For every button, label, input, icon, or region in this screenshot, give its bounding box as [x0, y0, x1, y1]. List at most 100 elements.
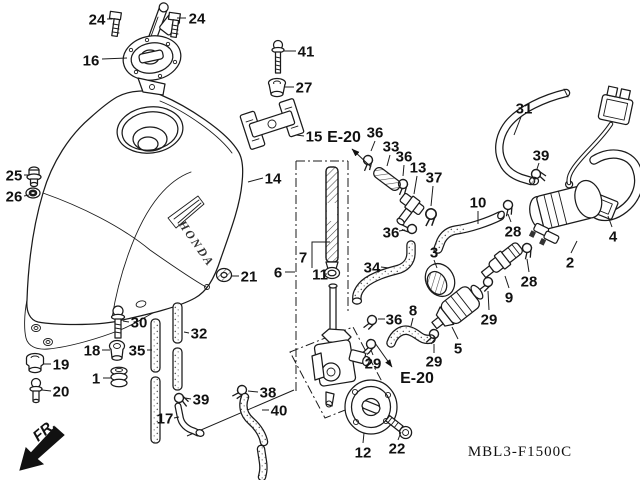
leader-line	[23, 194, 30, 197]
part-number-label: 24	[89, 12, 106, 29]
part-number-label: 28	[521, 274, 538, 291]
grommet-19	[25, 352, 45, 374]
part-number-label: 5	[454, 341, 462, 358]
leader-line	[247, 177, 264, 183]
grommet-27	[267, 77, 287, 98]
cap-bolt-left	[108, 10, 122, 38]
joint-13	[396, 192, 425, 226]
wire-connector	[566, 85, 634, 186]
bolt-41	[271, 39, 285, 74]
collar-18	[108, 339, 126, 361]
clip-36-icon	[359, 153, 377, 173]
bolt-25	[26, 166, 42, 188]
leader-line	[430, 185, 434, 207]
bolt-30	[110, 305, 126, 339]
drain-hose-40	[239, 392, 269, 480]
eref-label: E-20	[327, 129, 361, 146]
honda-wing-emblem	[167, 195, 205, 229]
part-number-label: 38	[260, 385, 277, 402]
part-number-label: 6	[274, 265, 282, 282]
leader-line	[433, 259, 438, 269]
washer-26	[25, 187, 41, 199]
part-number-label: 20	[53, 384, 70, 401]
part-number-label: 36	[367, 125, 384, 142]
leader-line	[536, 162, 540, 170]
part-number-label: 22	[389, 441, 406, 458]
fuel-tube-34	[351, 240, 416, 305]
part-number-label: 39	[193, 392, 210, 409]
drain-pipe-17	[174, 402, 205, 437]
part-number-label: 27	[296, 80, 313, 97]
eref-arrow	[351, 148, 372, 168]
part-number-label: 34	[364, 260, 381, 277]
part-number-label: 17	[157, 411, 174, 428]
clip-37-icon	[421, 206, 440, 228]
fuel-pump-2	[528, 179, 603, 246]
leader-line	[397, 431, 402, 441]
leader-line	[370, 140, 376, 152]
leader-line	[173, 416, 180, 419]
part-number-label: 29	[426, 354, 443, 371]
part-number-label: 25	[6, 168, 23, 185]
leader-line	[526, 258, 530, 273]
part-number-label: 24	[189, 11, 206, 28]
part-number-label: 35	[129, 343, 146, 360]
eref-arrow	[374, 342, 393, 368]
diagram-code: MBL3-F1500C	[468, 444, 572, 460]
part-number-label: 37	[426, 170, 443, 187]
leader-line	[413, 175, 418, 195]
diaphragm-cover-12	[344, 379, 398, 435]
leader-line	[386, 154, 391, 167]
part-number-label: 3	[430, 245, 438, 262]
part-number-label: 16	[83, 53, 100, 70]
fuel-cock-body	[311, 283, 370, 408]
leader-line	[402, 164, 405, 177]
part-number-label: 12	[355, 445, 372, 462]
tube-31	[495, 88, 571, 186]
part-number-label: 2	[566, 255, 574, 272]
cap-bolt-right	[167, 11, 181, 39]
bolt-20	[29, 377, 43, 404]
fuel-filter-5	[431, 284, 484, 330]
fuel-hose-10	[433, 210, 505, 254]
tube-35	[150, 318, 161, 444]
screw-22	[385, 414, 413, 440]
part-number-label: 41	[298, 44, 315, 61]
clip-29-icon	[478, 275, 494, 294]
eref-label: E-20	[400, 370, 434, 387]
part-number-label: 28	[505, 224, 522, 241]
leader-line	[570, 240, 578, 254]
leader-line	[513, 116, 522, 136]
part-number-label: 36	[386, 312, 403, 329]
part-number-label: 29	[481, 312, 498, 329]
part-number-label: 15	[306, 129, 323, 146]
vacuum-tube-33	[373, 166, 401, 192]
part-number-label: 33	[383, 139, 400, 156]
leader-line	[295, 134, 305, 137]
rubber-bracket-15	[239, 98, 305, 150]
part-number-label: 19	[53, 357, 70, 374]
clip-29-icon	[362, 338, 377, 356]
leader-line	[504, 275, 510, 289]
rubber-cushion-1	[110, 366, 128, 388]
fuel-hose-8	[386, 325, 436, 348]
o-ring-11	[323, 266, 341, 280]
part-number-label: 32	[191, 326, 208, 343]
cushion-3	[424, 262, 456, 298]
part-number-label: 11	[312, 267, 328, 284]
tube-32	[172, 302, 183, 391]
leader-line	[370, 349, 374, 356]
part-number-label: 29	[365, 356, 382, 373]
clip-36-icon	[362, 313, 378, 332]
part-number-label: 13	[410, 160, 427, 177]
leader-line	[122, 320, 130, 323]
fuel-strainer-7	[311, 166, 339, 270]
part-number-label: 14	[265, 171, 282, 188]
part-number-label: 7	[299, 250, 307, 267]
joint-pipe-9	[480, 242, 523, 279]
leader-line	[487, 290, 490, 311]
part-number-label: 30	[131, 315, 148, 332]
